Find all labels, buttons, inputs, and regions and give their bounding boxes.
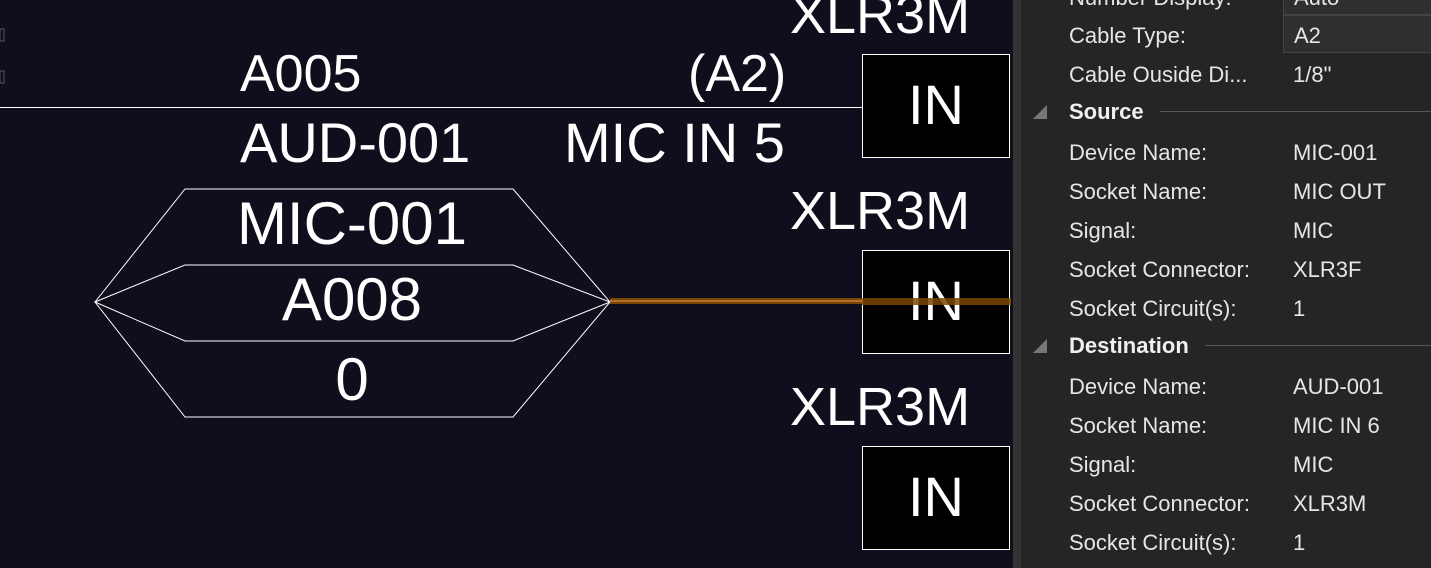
property-row: Device Name: AUD-001 (1069, 366, 1431, 405)
panel-splitter[interactable] (1013, 0, 1021, 568)
collapse-triangle-icon[interactable] (1033, 105, 1047, 119)
hex-device-label: MIC-001 (236, 190, 468, 257)
property-value: AUD-001 (1293, 374, 1384, 399)
property-value: 1 (1293, 530, 1306, 555)
properties-panel: Number Display: Auto Cable Type: A2 Cable … (1011, 0, 1431, 568)
property-label: Socket Connector: (1069, 257, 1250, 282)
property-row: Socket Connector: XLR3F (1069, 249, 1431, 288)
property-value: MIC (1293, 452, 1334, 477)
hex-cable-label: A008 (281, 266, 423, 333)
property-label: Device Name: (1069, 140, 1208, 165)
property-row: Signal: MIC (1069, 210, 1431, 249)
property-label: Cable Ouside Di... (1069, 62, 1248, 87)
property-cable-type: Cable Type: A2 (1069, 15, 1431, 54)
property-number-display: Number Display: Auto (1069, 0, 1431, 16)
collapse-triangle-icon[interactable] (1033, 339, 1047, 353)
property-row: Socket Circuit(s): 1 (1069, 522, 1431, 561)
property-label: Device Name: (1069, 374, 1208, 399)
property-row: Socket Name: MIC IN 6 (1069, 405, 1431, 444)
connector-box[interactable]: IN (862, 446, 1010, 550)
property-row: Socket Circuit(s): 1 (1069, 288, 1431, 327)
property-label: Socket Name: (1069, 179, 1208, 204)
connector-label: IN (908, 465, 964, 528)
section-source[interactable]: Source (1033, 93, 1431, 132)
property-row: Device Name: MIC-001 (1069, 132, 1431, 171)
cable-type-label: (A2) (688, 45, 787, 103)
property-row: Socket Name: MIC OUT (1069, 171, 1431, 210)
property-label: Signal: (1069, 452, 1137, 477)
property-label: Signal: (1069, 218, 1137, 243)
property-label: Socket Circuit(s): (1069, 530, 1237, 555)
property-value: MIC OUT (1293, 179, 1386, 204)
property-value: MIC-001 (1293, 140, 1378, 165)
property-value: MIC (1293, 218, 1334, 243)
property-row: Signal: MIC (1069, 444, 1431, 483)
dest-device-label: AUD-001 (240, 111, 471, 174)
cable-number: A005 (240, 45, 362, 103)
property-row: Socket Connector: XLR3M (1069, 483, 1431, 522)
property-value: XLR3F (1293, 257, 1362, 282)
property-cable-outside-diameter: Cable Ouside Di... 1/8" (1069, 54, 1431, 93)
connector-type: XLR3M (790, 181, 971, 241)
selected-wire-overlay (862, 298, 1011, 305)
schematic-lines (0, 28, 1011, 418)
property-value: MIC IN 6 (1293, 413, 1380, 438)
property-value: Auto (1294, 0, 1339, 11)
hex-count-label: 0 (335, 346, 369, 413)
connector-box[interactable]: IN (862, 54, 1010, 158)
section-destination[interactable]: Destination (1033, 327, 1431, 366)
dest-socket-label: MIC IN 5 (564, 111, 785, 174)
section-title: Destination (1069, 333, 1189, 358)
handle-marker (0, 70, 5, 84)
property-value: A2 (1294, 23, 1321, 48)
section-divider (1205, 345, 1431, 346)
property-value: XLR3M (1293, 491, 1367, 516)
schematic-canvas[interactable]: A005 (A2) AUD-001 MIC IN 5 MIC-001 A008 … (0, 0, 1011, 568)
section-title: Source (1069, 99, 1144, 124)
property-label: Cable Type: (1069, 23, 1187, 48)
property-label: Number Display: (1069, 0, 1232, 11)
property-label: Socket Name: (1069, 413, 1208, 438)
property-label: Socket Circuit(s): (1069, 296, 1237, 321)
connector-type: XLR3M (790, 0, 971, 45)
property-value: 1/8" (1293, 62, 1332, 87)
connector-type: XLR3M (790, 377, 971, 437)
number-display-field[interactable]: Auto (1283, 0, 1431, 15)
property-label: Socket Connector: (1069, 491, 1250, 516)
cable-type-field[interactable]: A2 (1283, 15, 1431, 53)
section-divider (1160, 111, 1431, 112)
property-value: 1 (1293, 296, 1306, 321)
handle-marker (0, 28, 5, 42)
connector-label: IN (908, 73, 964, 136)
